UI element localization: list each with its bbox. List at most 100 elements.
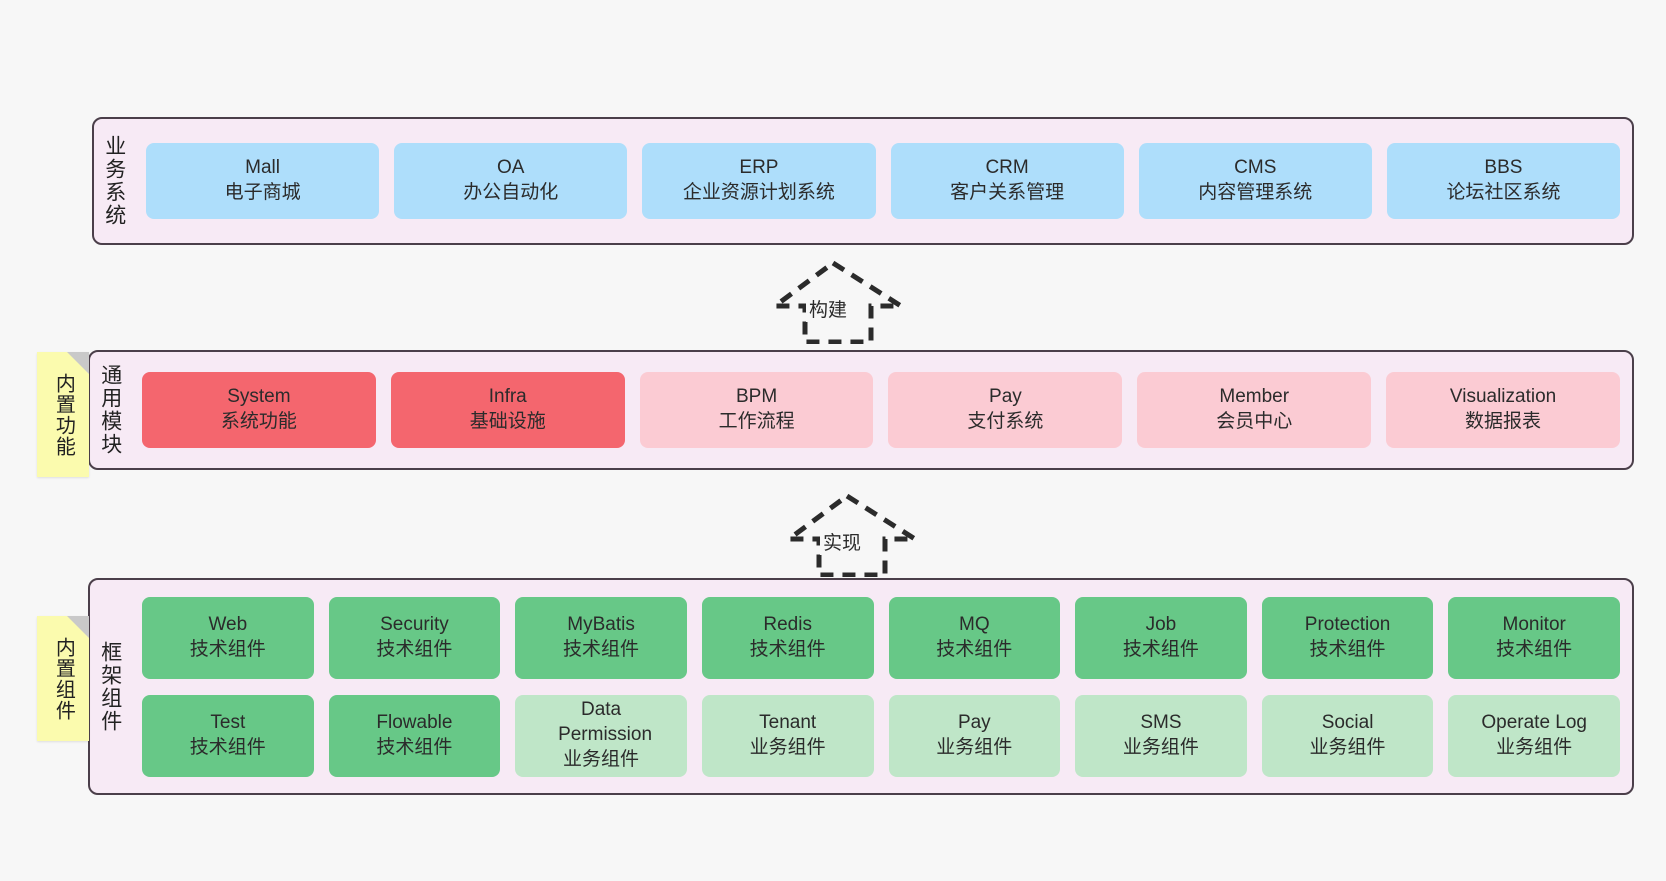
card-title: Visualization <box>1449 386 1557 408</box>
card-pay[interactable]: Pay 支付系统 <box>888 372 1123 448</box>
card-title: Operate Log <box>1481 711 1587 733</box>
card-subtitle: 电子商城 <box>224 182 301 203</box>
card-erp[interactable]: ERP 企业资源计划系统 <box>642 143 876 219</box>
tag-builtin-component: 内置组件 <box>37 616 89 741</box>
card-title: Pay <box>957 711 991 733</box>
card-subtitle: 技术组件 <box>936 638 1013 660</box>
card-infra[interactable]: Infra 基础设施 <box>390 372 625 448</box>
card-title: Tenant <box>759 711 817 733</box>
card-mq[interactable]: MQ 技术组件 <box>888 596 1061 679</box>
card-oa[interactable]: OA 办公自动化 <box>394 143 628 219</box>
card-title: Infra <box>488 386 527 408</box>
card-member[interactable]: Member 会员中心 <box>1137 372 1372 448</box>
tag-label: 内置组件 <box>52 636 75 721</box>
card-subtitle: 技术组件 <box>376 638 453 660</box>
card-pay-business[interactable]: Pay 业务组件 <box>888 694 1061 777</box>
card-flowable[interactable]: Flowable 技术组件 <box>328 694 501 777</box>
connector-label: 构建 <box>806 295 851 322</box>
card-visualization[interactable]: Visualization 数据报表 <box>1386 372 1620 448</box>
card-mybatis[interactable]: MyBatis 技术组件 <box>515 596 687 679</box>
card-monitor[interactable]: Monitor 技术组件 <box>1448 596 1620 679</box>
card-title: Social <box>1321 711 1374 733</box>
tag-builtin-function: 内置功能 <box>37 352 89 477</box>
card-tenant[interactable]: Tenant 业务组件 <box>701 694 874 777</box>
card-protection[interactable]: Protection 技术组件 <box>1261 596 1434 679</box>
card-test[interactable]: Test 技术组件 <box>142 694 314 777</box>
card-subtitle: 内容管理系统 <box>1198 182 1313 203</box>
folded-corner-icon <box>67 616 89 638</box>
layer-common-module: 通用模块 System 系统功能 Infra 基础设施 BPM 工作流程 Pay… <box>88 350 1634 470</box>
card-job[interactable]: Job 技术组件 <box>1075 596 1247 679</box>
card-sms[interactable]: SMS 业务组件 <box>1075 694 1247 777</box>
layer-body-common-module: System 系统功能 Infra 基础设施 BPM 工作流程 Pay 支付系统… <box>130 352 1632 468</box>
dashed-up-arrow-icon <box>781 492 924 578</box>
card-subtitle: 论坛社区系统 <box>1446 182 1561 203</box>
card-bbs[interactable]: BBS 论坛社区系统 <box>1386 143 1621 219</box>
card-subtitle: 系统功能 <box>220 411 297 432</box>
tag-label: 内置功能 <box>52 372 75 457</box>
card-row: System 系统功能 Infra 基础设施 BPM 工作流程 Pay 支付系统… <box>130 372 1632 448</box>
card-subtitle: 技术组件 <box>749 638 826 660</box>
card-title: Flowable <box>376 711 453 733</box>
card-title: Test <box>210 711 246 733</box>
card-subtitle: 技术组件 <box>1496 638 1573 660</box>
card-title: ERP <box>739 157 779 179</box>
card-title: MQ <box>959 613 990 635</box>
card-title: OA <box>497 157 525 179</box>
card-title: Security <box>380 613 449 635</box>
card-mall[interactable]: Mall 电子商城 <box>146 143 380 219</box>
card-title: Redis <box>763 613 812 635</box>
card-subtitle: 支付系统 <box>967 411 1044 432</box>
card-social[interactable]: Social 业务组件 <box>1261 694 1434 777</box>
card-subtitle: 数据报表 <box>1465 411 1542 432</box>
card-subtitle: 技术组件 <box>1122 638 1199 660</box>
layer-label-framework-component: 框架组件 <box>98 640 122 733</box>
card-subtitle: 业务组件 <box>749 736 826 758</box>
connector-build: 构建 <box>758 258 910 345</box>
card-subtitle: 基础设施 <box>469 411 546 432</box>
card-subtitle: 技术组件 <box>189 736 266 758</box>
card-subtitle: 客户关系管理 <box>950 182 1065 203</box>
layer-framework-component: 框架组件 Web 技术组件 Security 技术组件 MyBatis 技术组件… <box>88 578 1634 795</box>
card-subtitle: 工作流程 <box>718 411 795 432</box>
card-title: BBS <box>1484 157 1523 179</box>
card-title: Web <box>208 613 248 635</box>
card-subtitle: 业务组件 <box>563 748 640 770</box>
card-security[interactable]: Security 技术组件 <box>328 596 501 679</box>
connector-implement: 实现 <box>772 491 924 578</box>
card-subtitle: 业务组件 <box>1309 736 1386 758</box>
card-bpm[interactable]: BPM 工作流程 <box>639 372 874 448</box>
card-title: CMS <box>1234 157 1277 179</box>
card-subtitle: 技术组件 <box>563 638 640 660</box>
card-subtitle: 技术组件 <box>1309 638 1386 660</box>
card-title: Data Permission <box>558 699 653 746</box>
card-subtitle: 办公自动化 <box>463 182 559 203</box>
card-subtitle: 业务组件 <box>1122 736 1199 758</box>
dashed-up-arrow-icon <box>767 259 910 345</box>
folded-corner-icon <box>67 352 89 374</box>
layer-business-system: 业务系统 Mall 电子商城 OA 办公自动化 ERP 企业资源计划系统 CRM… <box>92 117 1634 245</box>
card-subtitle: 业务组件 <box>936 736 1013 758</box>
card-web[interactable]: Web 技术组件 <box>142 596 314 679</box>
card-row: Test 技术组件 Flowable 技术组件 Data Permission … <box>130 694 1632 777</box>
card-title: SMS <box>1140 711 1182 733</box>
card-title: CRM <box>985 157 1029 179</box>
card-operate-log[interactable]: Operate Log 业务组件 <box>1448 694 1620 777</box>
card-subtitle: 企业资源计划系统 <box>682 182 835 203</box>
card-crm[interactable]: CRM 客户关系管理 <box>890 143 1124 219</box>
layer-label-common-module: 通用模块 <box>98 364 122 456</box>
card-cms[interactable]: CMS 内容管理系统 <box>1138 143 1372 219</box>
card-data-permission[interactable]: Data Permission 业务组件 <box>515 694 687 777</box>
card-title: Member <box>1219 386 1290 408</box>
card-title: BPM <box>735 386 778 408</box>
card-title: Pay <box>989 386 1022 408</box>
card-subtitle: 技术组件 <box>376 736 453 758</box>
card-row: Mall 电子商城 OA 办公自动化 ERP 企业资源计划系统 CRM 客户关系… <box>134 143 1632 219</box>
card-redis[interactable]: Redis 技术组件 <box>701 596 874 679</box>
layer-body-framework-component: Web 技术组件 Security 技术组件 MyBatis 技术组件 Redi… <box>130 580 1632 793</box>
card-title: MyBatis <box>567 613 635 635</box>
card-title: Monitor <box>1502 613 1566 635</box>
card-title: Mall <box>245 157 280 179</box>
card-system[interactable]: System 系统功能 <box>142 372 376 448</box>
card-title: System <box>227 386 291 408</box>
